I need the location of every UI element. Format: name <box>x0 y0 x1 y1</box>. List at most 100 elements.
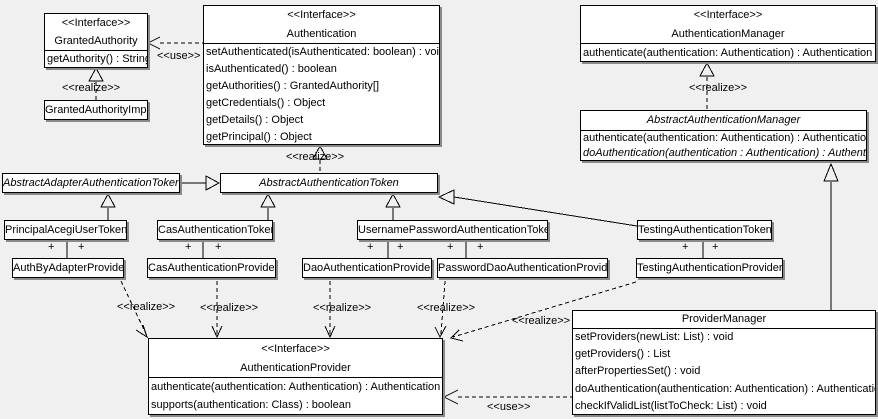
realize-label: <<realize>> <box>200 302 259 314</box>
plus-marker: + <box>367 241 374 253</box>
class-abstract-authentication-manager[interactable]: AbstractAuthenticationManager authentica… <box>580 110 867 161</box>
method: getAuthorities() : GrantedAuthority[] <box>206 80 380 92</box>
class-name: PasswordDaoAuthenticationProvider <box>438 262 607 274</box>
realize-label: <<realize>> <box>689 82 748 94</box>
plus-marker: + <box>477 241 484 253</box>
class-name: Authentication <box>286 28 357 40</box>
plus-marker: + <box>78 241 85 253</box>
class-header: <<Interface>> GrantedAuthority <box>45 14 147 50</box>
class-name: TestingAuthenticationToken <box>638 224 771 236</box>
realize-label: <<realize>> <box>117 301 176 313</box>
method: doAuthentication(authentication: Authent… <box>575 382 875 395</box>
plus-marker: + <box>215 241 222 253</box>
method: getProviders() : List <box>575 348 671 361</box>
class-abstract-authentication-token[interactable]: AbstractAuthenticationToken <box>220 173 438 193</box>
plus-marker: + <box>397 241 404 253</box>
class-name: UsernamePasswordAuthenticationToken <box>358 224 547 236</box>
class-header: ProviderManager <box>573 311 875 328</box>
method: getCredentials() : Object <box>206 97 326 109</box>
edge-gen-username-password-token <box>385 192 401 220</box>
class-header: AbstractAuthenticationManager <box>581 111 866 130</box>
method: getPrincipal() : Object <box>206 131 312 143</box>
edge-realize-abstract-authentication-token <box>312 144 328 173</box>
edge-realize-granted-authority-impl <box>88 66 104 100</box>
class-granted-authority-impl[interactable]: GrantedAuthorityImpl <box>44 100 148 120</box>
edge-realize-auth-by-adapter-provider <box>120 280 148 339</box>
realize-label: <<realize>> <box>286 151 345 163</box>
class-testing-authentication-provider[interactable]: TestingAuthenticationProvider <box>636 258 783 278</box>
method: getAuthority() : String <box>47 53 147 65</box>
method: authenticate(authentication: Authenticat… <box>583 132 866 144</box>
edge-realize-testing-provider <box>450 281 637 342</box>
class-name: ProviderManager <box>681 313 767 325</box>
class-name: GrantedAuthority <box>54 35 138 47</box>
class-header: <<Interface>> Authentication <box>204 6 439 43</box>
method: isAuthenticated() : boolean <box>206 63 337 75</box>
stereotype: <<Interface>> <box>693 9 763 21</box>
plus-marker: + <box>447 241 454 253</box>
class-name: AbstractAuthenticationManager <box>646 114 801 126</box>
class-authentication-provider[interactable]: <<Interface>> AuthenticationProvider aut… <box>148 338 443 415</box>
edge-realize-dao-provider <box>324 281 336 339</box>
method-compartment: setProviders(newList: List) : void getPr… <box>573 328 875 415</box>
method-compartment: authenticate(authentication: Authenticat… <box>149 377 442 414</box>
realize-label: <<realize>> <box>62 82 121 94</box>
class-password-dao-authentication-provider[interactable]: PasswordDaoAuthenticationProvider <box>437 258 608 278</box>
class-principal-acegi-user-token[interactable]: PrincipalAcegiUserToken <box>4 220 127 240</box>
class-testing-authentication-token[interactable]: TestingAuthenticationToken <box>637 220 772 240</box>
method: supports(authentication: Class) : boolea… <box>151 399 351 411</box>
realize-label: <<realize>> <box>417 302 476 314</box>
class-name: AuthenticationProvider <box>240 362 351 374</box>
class-granted-authority[interactable]: <<Interface>> GrantedAuthority getAuthor… <box>44 13 148 68</box>
class-provider-manager[interactable]: ProviderManager setProviders(newList: Li… <box>572 310 876 415</box>
class-name: PrincipalAcegiUserToken <box>5 224 126 236</box>
method: setAuthenticated(isAuthenticated: boolea… <box>206 46 439 58</box>
edge-gen-abstract-adapter-token <box>180 175 221 191</box>
class-cas-authentication-token[interactable]: CasAuthenticationToken <box>157 220 273 240</box>
class-abstract-adapter-authentication-token[interactable]: AbstractAdapterAuthenticationToken <box>2 173 180 193</box>
class-authentication[interactable]: <<Interface>> Authentication setAuthenti… <box>203 5 440 145</box>
class-cas-authentication-provider[interactable]: CasAuthenticationProvider <box>147 258 276 278</box>
class-username-password-authentication-token[interactable]: UsernamePasswordAuthenticationToken <box>357 220 548 240</box>
realize-label: <<realize>> <box>512 315 571 327</box>
edge-gen-provider-manager <box>823 162 839 310</box>
method-compartment: setAuthenticated(isAuthenticated: boolea… <box>204 43 439 146</box>
class-name: TestingAuthenticationProvider <box>637 262 782 274</box>
class-dao-authentication-provider[interactable]: DaoAuthenticationProvider <box>302 258 432 278</box>
edge-gen-cas-token <box>260 192 276 220</box>
plus-marker: + <box>185 241 192 253</box>
class-name: AbstractAuthenticationToken <box>259 177 399 189</box>
method: afterPropertiesSet() : void <box>575 365 701 378</box>
class-auth-by-adapter-provider[interactable]: AuthByAdapterProvider <box>12 258 124 278</box>
class-name: AbstractAdapterAuthenticationToken <box>3 177 179 189</box>
class-authentication-manager[interactable]: <<Interface>> AuthenticationManager auth… <box>580 5 876 62</box>
method: getDetails() : Object <box>206 114 304 126</box>
stereotype: <<Interface>> <box>61 17 131 29</box>
plus-marker: + <box>682 241 689 253</box>
method: setProviders(newList: List) : void <box>575 331 734 343</box>
method-compartment: getAuthority() : String <box>45 50 147 68</box>
method-compartment: authenticate(authentication: Authenticat… <box>581 130 866 161</box>
edge-realize-password-dao-provider <box>434 280 447 339</box>
class-name: AuthenticationManager <box>671 28 785 40</box>
edge-realize-cas-provider <box>211 281 223 339</box>
edge-realize-abstract-authentication-manager <box>699 61 715 110</box>
class-header: <<Interface>> AuthenticationProvider <box>149 339 442 377</box>
stereotype: <<Interface>> <box>287 9 356 21</box>
method: checkIfValidList(listToCheck: List) : vo… <box>575 399 767 412</box>
method-compartment: authenticate(authentication: Authenticat… <box>581 43 875 62</box>
realize-label: <<realize>> <box>313 302 372 314</box>
class-name: CasAuthenticationToken <box>158 224 272 236</box>
edge-gen-principal-acegi-user-token <box>100 192 116 220</box>
class-name: GrantedAuthorityImpl <box>45 104 147 116</box>
method: authenticate(authentication: Authenticat… <box>583 47 873 59</box>
class-name: CasAuthenticationProvider <box>148 262 275 274</box>
class-name: AuthByAdapterProvider <box>13 262 123 274</box>
edge-use-provider-manager <box>442 389 572 405</box>
stereotype: <<Interface>> <box>261 343 330 355</box>
use-label: <<use>> <box>157 50 201 62</box>
plus-marker: + <box>712 241 719 253</box>
edge-use-authentication-granted-authority <box>146 36 203 50</box>
